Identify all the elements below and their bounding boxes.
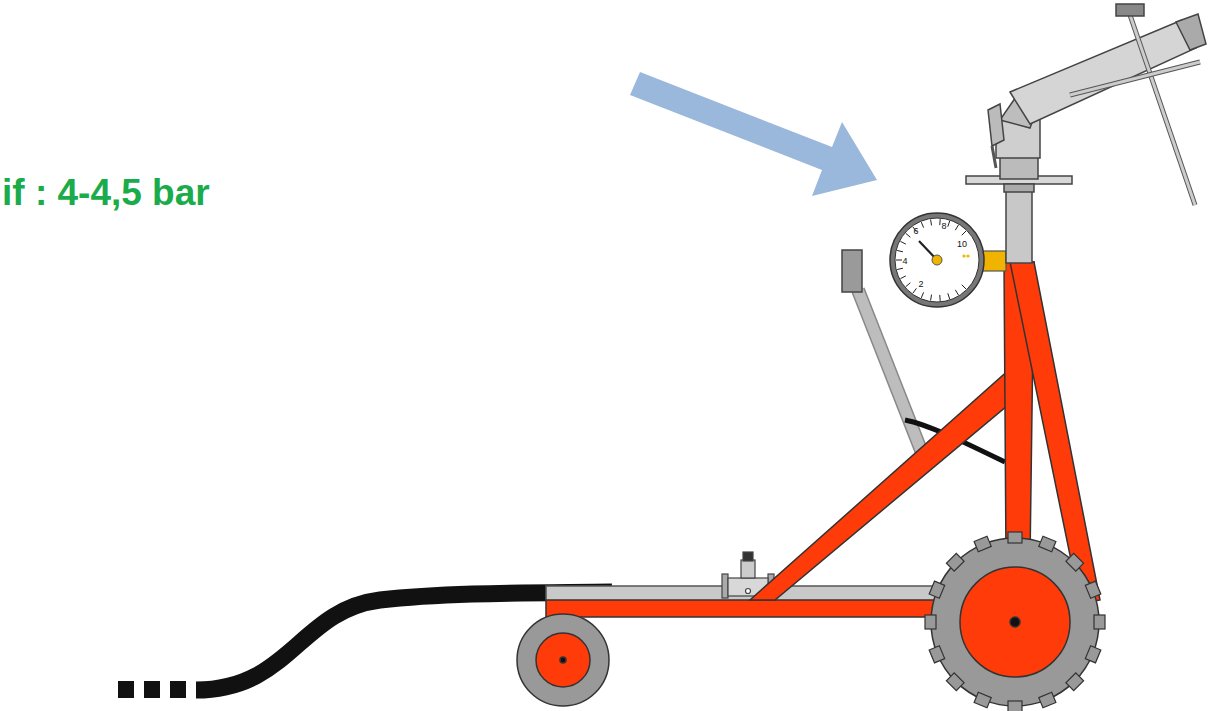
tire-tread xyxy=(1094,615,1105,629)
tire-tread xyxy=(925,615,936,629)
gauge-tick xyxy=(913,288,917,293)
gauge-tick xyxy=(897,268,903,269)
gauge-tick xyxy=(962,231,966,235)
tire-tread xyxy=(1008,701,1022,711)
tire-tread xyxy=(974,536,991,552)
gauge-tick xyxy=(921,222,923,228)
tire-tread xyxy=(946,673,964,691)
gauge-tick xyxy=(939,295,940,301)
gauge-tick xyxy=(948,221,950,227)
gauge-tick xyxy=(906,283,911,287)
gauge-tick xyxy=(897,250,903,251)
tire-tread xyxy=(1008,532,1022,543)
gauge-tick xyxy=(930,295,932,301)
handle-lever xyxy=(842,250,1005,468)
tire-tread xyxy=(929,646,945,663)
gauge-number: 10 xyxy=(957,240,967,249)
pressure-target: if : 4-4,5 bar xyxy=(2,172,210,214)
tire-tread xyxy=(1066,673,1084,691)
tire-tread xyxy=(1085,581,1101,598)
gauge-number: 6 xyxy=(913,227,918,236)
gauge-tick xyxy=(962,285,966,289)
gauge-tick xyxy=(955,225,958,230)
front-wheel xyxy=(517,614,609,706)
tire-tread xyxy=(1039,536,1056,552)
gauge-tick xyxy=(896,260,902,261)
pointer-arrow xyxy=(630,72,877,196)
pressure-gauge xyxy=(890,213,1006,307)
tire-tread xyxy=(1085,646,1101,663)
tire-tread xyxy=(946,553,964,571)
gauge-tick xyxy=(955,290,958,295)
gauge-tick xyxy=(930,220,932,226)
sprinkler-gun xyxy=(966,4,1206,263)
tire-tread xyxy=(1066,553,1084,571)
gauge-tick xyxy=(900,241,905,244)
tire-tread xyxy=(929,581,945,598)
gauge-tick xyxy=(939,219,940,225)
gauge-tick xyxy=(900,276,905,279)
gauge-tick xyxy=(921,292,923,298)
tire-tread xyxy=(1039,692,1056,708)
rear-wheel xyxy=(925,532,1105,711)
gauge-tick xyxy=(906,233,911,237)
tire-tread xyxy=(974,692,991,708)
gauge-tick xyxy=(948,293,950,299)
gauge-number: 2 xyxy=(918,280,923,289)
gauge-number: 8 xyxy=(941,222,946,231)
gauge-number: 4 xyxy=(902,257,907,266)
